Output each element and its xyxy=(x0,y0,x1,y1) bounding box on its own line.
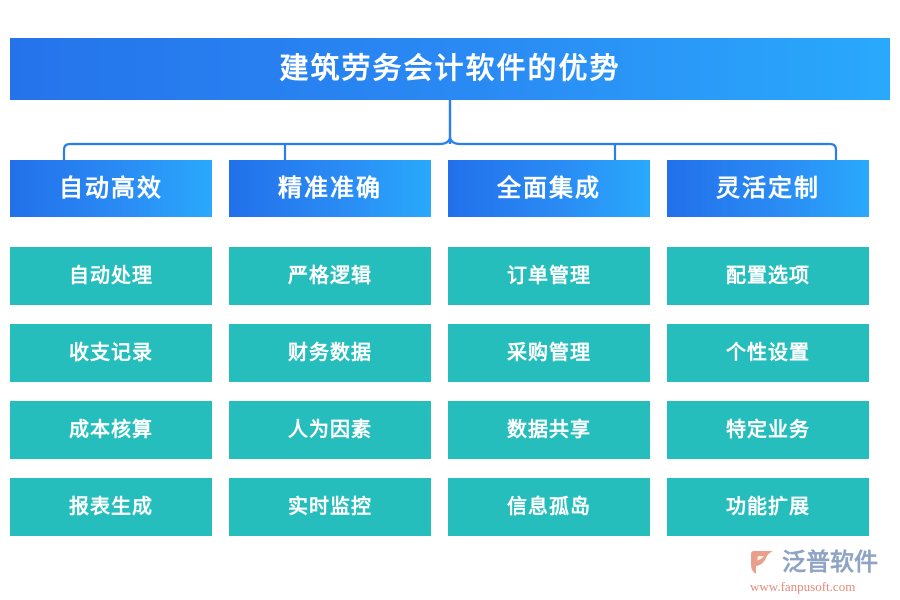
item-label: 收支记录 xyxy=(69,342,153,364)
column-4-item-3[interactable]: 特定业务 xyxy=(667,401,869,459)
column-header-label: 精准准确 xyxy=(278,175,382,202)
item-label: 财务数据 xyxy=(288,342,372,364)
column-4-item-1[interactable]: 配置选项 xyxy=(667,247,869,305)
page-title: 建筑劳务会计软件的优势 xyxy=(279,52,621,85)
item-label: 自动处理 xyxy=(69,265,153,287)
column-2-item-1[interactable]: 严格逻辑 xyxy=(229,247,431,305)
column-1-item-4[interactable]: 报表生成 xyxy=(10,478,212,536)
column-1-item-1[interactable]: 自动处理 xyxy=(10,247,212,305)
column-3-item-4[interactable]: 信息孤岛 xyxy=(448,478,650,536)
item-label: 严格逻辑 xyxy=(288,265,372,287)
column-header-label: 自动高效 xyxy=(59,175,163,202)
item-label: 特定业务 xyxy=(726,419,810,441)
column-accuracy: 精准准确 严格逻辑 财务数据 人为因素 实时监控 xyxy=(229,160,431,555)
column-1-item-3[interactable]: 成本核算 xyxy=(10,401,212,459)
column-customization: 灵活定制 配置选项 个性设置 特定业务 功能扩展 xyxy=(667,160,869,555)
column-2-item-4[interactable]: 实时监控 xyxy=(229,478,431,536)
column-2-item-2[interactable]: 财务数据 xyxy=(229,324,431,382)
column-header-label: 全面集成 xyxy=(497,175,601,202)
diagram-title-banner: 建筑劳务会计软件的优势 xyxy=(10,38,890,100)
item-label: 配置选项 xyxy=(726,265,810,287)
columns-container: 自动高效 自动处理 收支记录 成本核算 报表生成 精准准确 严格逻辑 xyxy=(10,160,890,555)
item-label: 报表生成 xyxy=(69,496,153,518)
column-3-item-1[interactable]: 订单管理 xyxy=(448,247,650,305)
company-logo: 泛普软件 www.fanpusoft.com xyxy=(748,548,894,594)
column-integration: 全面集成 订单管理 采购管理 数据共享 信息孤岛 xyxy=(448,160,650,555)
column-3-item-3[interactable]: 数据共享 xyxy=(448,401,650,459)
column-header-1[interactable]: 自动高效 xyxy=(10,160,212,217)
item-label: 信息孤岛 xyxy=(507,496,591,518)
column-4-item-2[interactable]: 个性设置 xyxy=(667,324,869,382)
item-label: 采购管理 xyxy=(507,342,591,364)
column-3-item-2[interactable]: 采购管理 xyxy=(448,324,650,382)
item-label: 功能扩展 xyxy=(726,496,810,518)
item-label: 人为因素 xyxy=(288,419,372,441)
logo-website-url: www.fanpusoft.com xyxy=(750,579,856,594)
logo-company-name: 泛普软件 xyxy=(782,550,878,576)
column-header-4[interactable]: 灵活定制 xyxy=(667,160,869,217)
column-header-2[interactable]: 精准准确 xyxy=(229,160,431,217)
item-label: 个性设置 xyxy=(726,342,810,364)
bracket-connector xyxy=(62,100,838,162)
item-label: 成本核算 xyxy=(69,419,153,441)
item-label: 订单管理 xyxy=(507,265,591,287)
item-label: 实时监控 xyxy=(288,496,372,518)
column-1-item-2[interactable]: 收支记录 xyxy=(10,324,212,382)
column-2-item-3[interactable]: 人为因素 xyxy=(229,401,431,459)
logo-row: 泛普软件 xyxy=(748,548,878,578)
column-header-label: 灵活定制 xyxy=(716,175,820,202)
fanpu-swoosh-icon xyxy=(751,550,773,574)
item-label: 数据共享 xyxy=(507,419,591,441)
column-automation: 自动高效 自动处理 收支记录 成本核算 报表生成 xyxy=(10,160,212,555)
column-header-3[interactable]: 全面集成 xyxy=(448,160,650,217)
column-4-item-4[interactable]: 功能扩展 xyxy=(667,478,869,536)
